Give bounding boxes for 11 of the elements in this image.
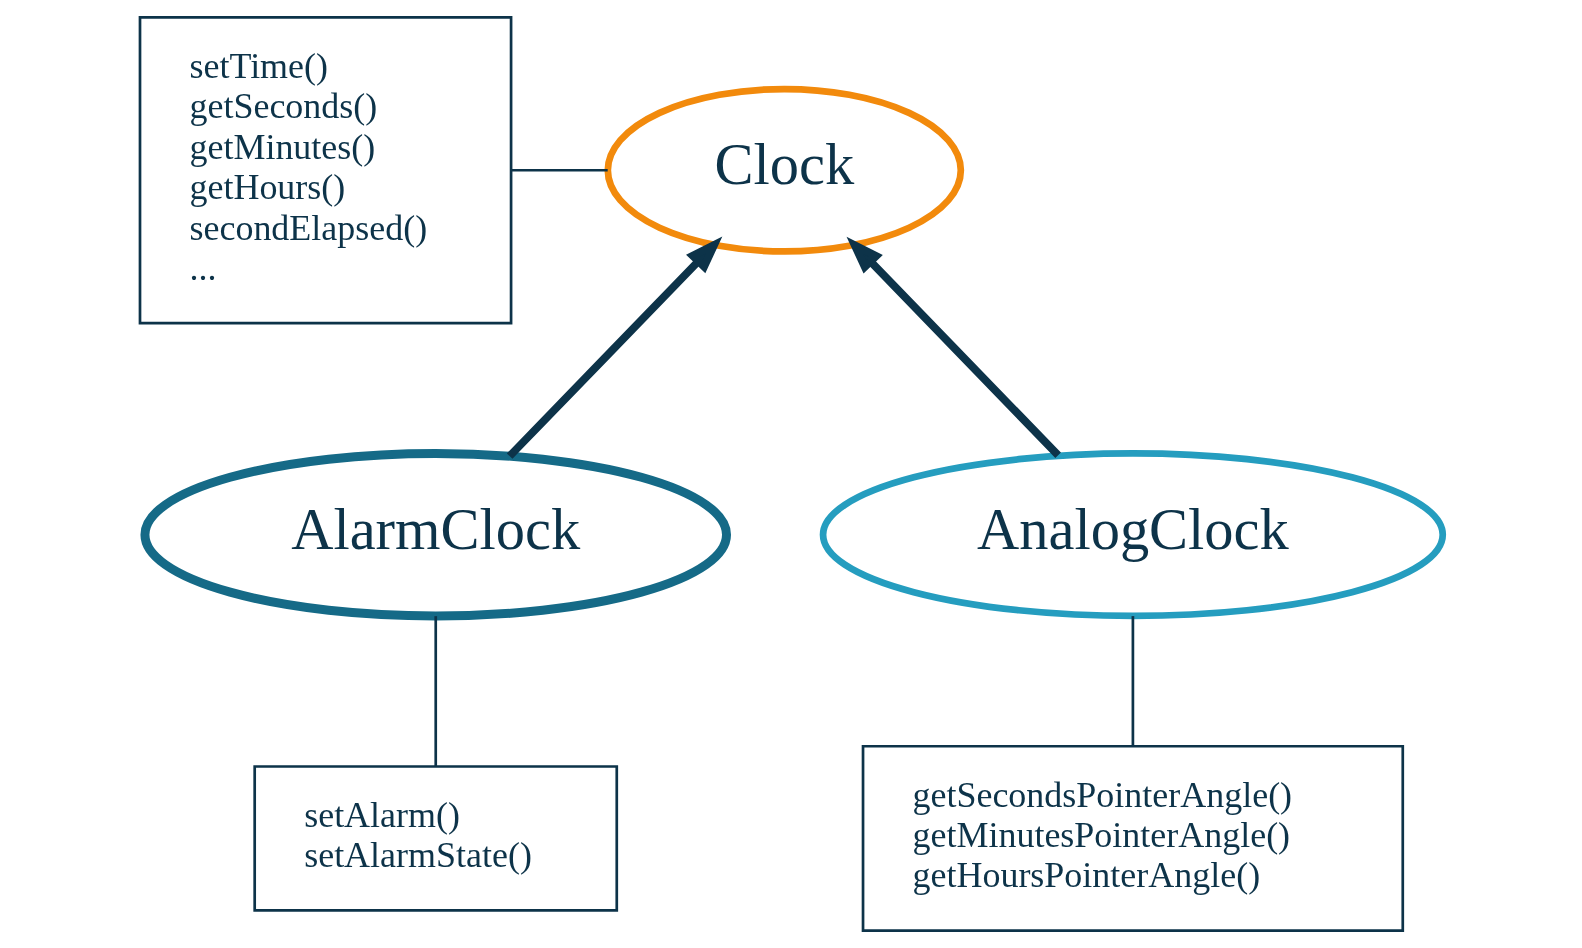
node-box: setTime() getSeconds() getMinutes() getHours() secondElapsed() ... (138, 15, 512, 325)
connector (1131, 616, 1134, 746)
arrow (506, 236, 722, 459)
node-ellipse: AnalogClock (819, 450, 1446, 620)
connector (433, 616, 437, 767)
node-box: setAlarm() setAlarmState() (252, 765, 618, 912)
connector (511, 168, 608, 172)
node-ellipse: Clock (603, 85, 964, 255)
node-box: getSecondsPointerAngle() getMinutesPointerAngle() getHoursPointerAngle() (861, 744, 1404, 932)
arrow (846, 236, 1061, 458)
node-ellipse: AlarmClock (139, 449, 731, 621)
